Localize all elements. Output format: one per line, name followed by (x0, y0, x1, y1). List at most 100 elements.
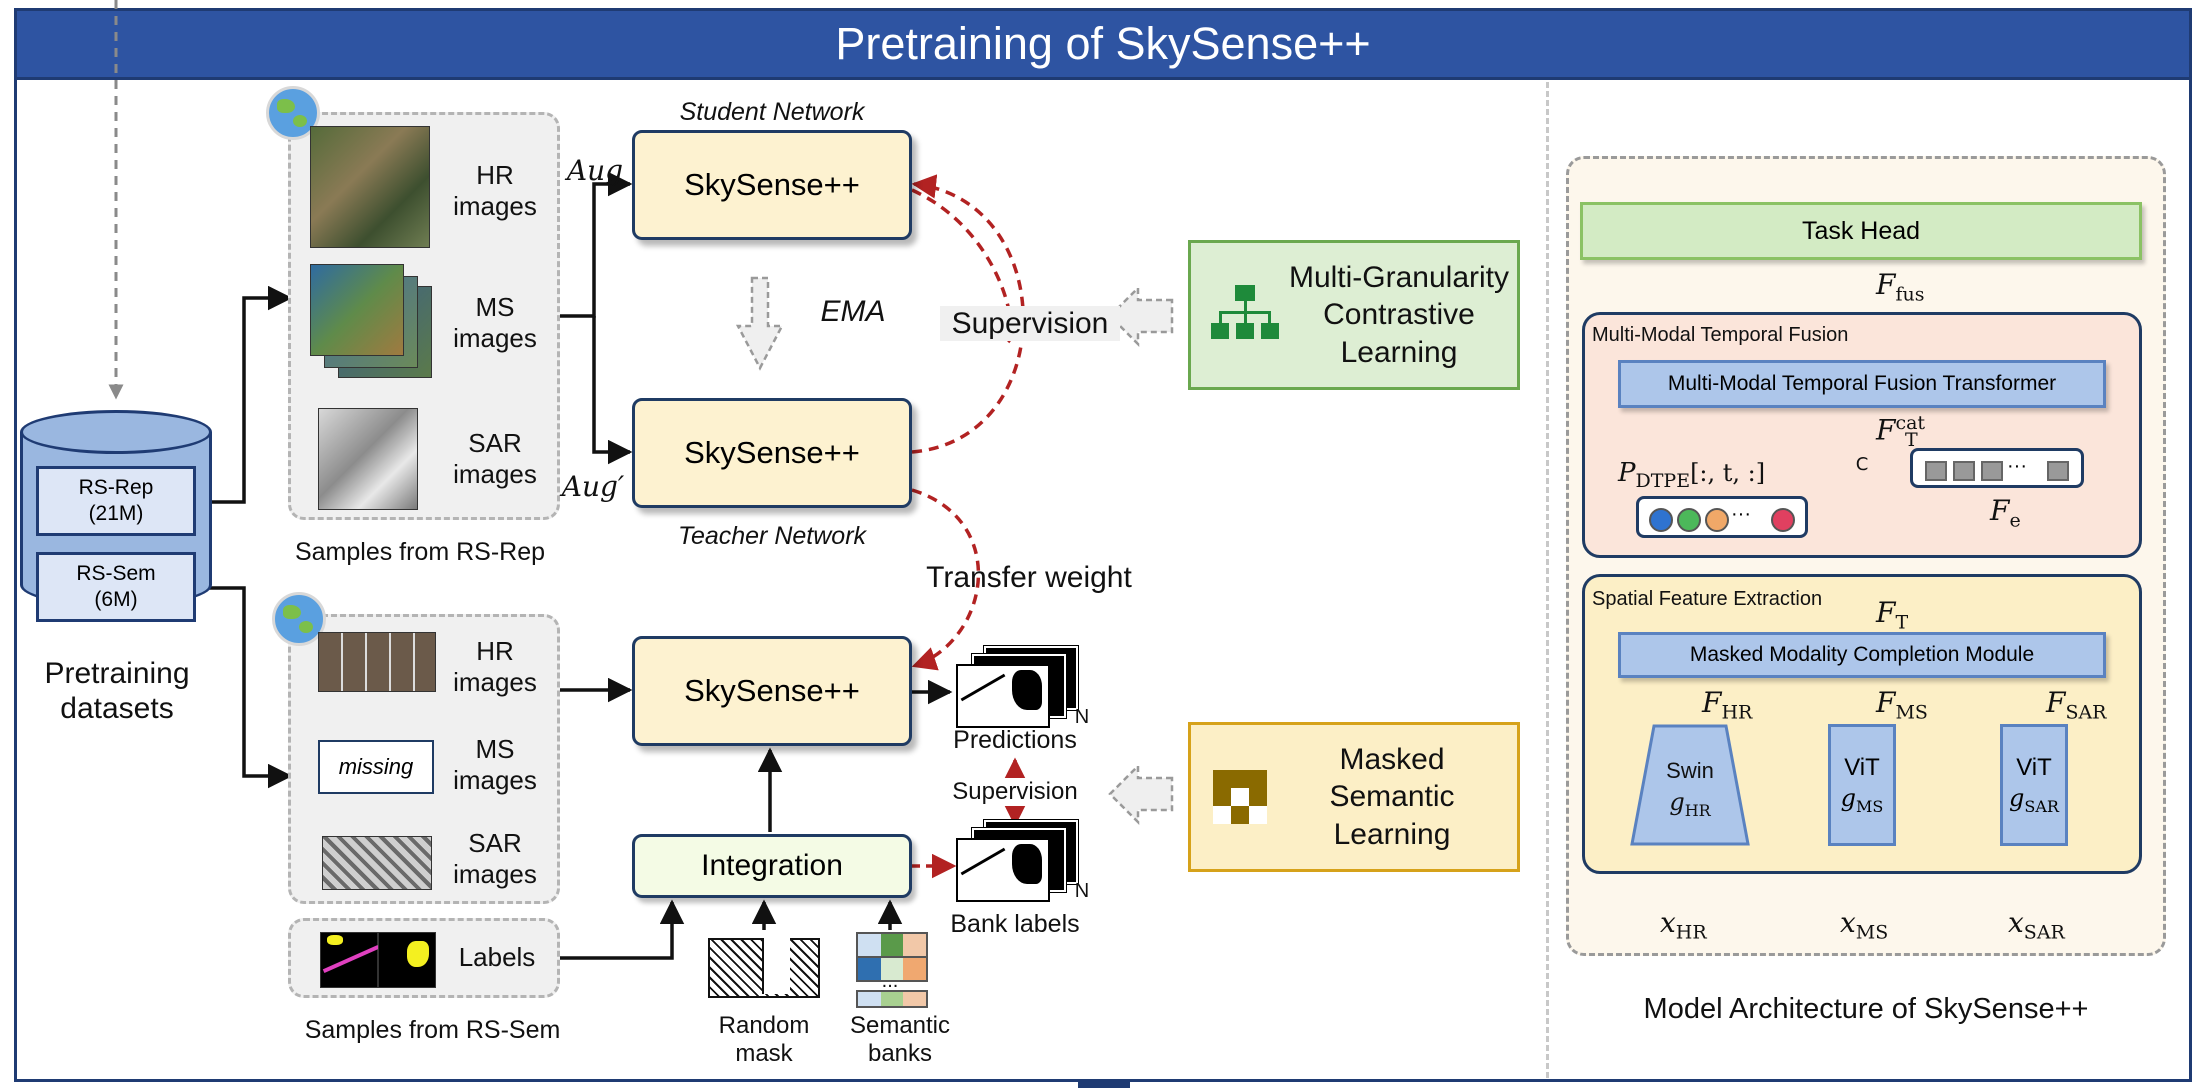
integration-label: Integration (701, 849, 843, 882)
bank-labels-map (956, 838, 1050, 902)
semantic-skysense-label: SkySense++ (684, 673, 860, 708)
teacher-network-label: Teacher Network (677, 522, 867, 550)
task-head-label: Task Head (1801, 216, 1921, 245)
database-cylinder-top (20, 410, 212, 454)
f-hr-sub: HR (1721, 701, 1753, 724)
transfer-weight-label: Transfer weight (926, 561, 1132, 594)
supervision-label-top: Supervision (940, 306, 1120, 342)
f-t-cat-sup: cat (1895, 412, 1926, 434)
vit-sar-text: ViT (2016, 754, 2052, 782)
label-mask-thumb-2 (378, 932, 436, 988)
supervision-label-bottom: Supervision (944, 778, 1086, 807)
f-ms-sub: MS (1895, 701, 1928, 724)
f-t-cat-label: FcatT (1876, 412, 1926, 451)
g-hr-sub: HR (1684, 800, 1711, 820)
f-e-sub: e (2009, 509, 2021, 532)
bank-labels-label: Bank labels (950, 910, 1080, 938)
swin-label: Swin gHR (1640, 756, 1740, 821)
predictions-n-label: N (1074, 706, 1090, 728)
sar-image-thumb (318, 408, 418, 510)
x-hr-label: xHR (1660, 906, 1707, 944)
aug-label: Aug (566, 154, 624, 187)
semantic-bank-dots: ... (881, 970, 899, 992)
msl-box: Masked Semantic Learning (1188, 722, 1520, 872)
student-skysense-label: SkySense++ (684, 167, 860, 202)
p-dtpe-index: [:, t, :] (1690, 459, 1766, 487)
f-ms-label: FMS (1876, 686, 1928, 724)
missing-label: missing (338, 754, 414, 779)
p-dtpe-token-box: ··· (1636, 496, 1808, 538)
random-mask-label: Random mask (718, 1012, 810, 1068)
x-sar-label: xSAR (2008, 906, 2065, 944)
p-dtpe-sub: DTPE (1635, 470, 1691, 493)
f-t-sub: T (1895, 611, 1909, 634)
semantic-bank-row-2 (856, 956, 928, 982)
globe-icon (272, 592, 326, 646)
ms-image-thumb (310, 264, 404, 356)
pretraining-datasets-caption: Pretraining datasets (44, 657, 190, 726)
x-ms-label: xMS (1840, 906, 1889, 944)
x-sar-sub: SAR (2023, 921, 2065, 944)
prediction-map (956, 664, 1050, 728)
sfe-title: Spatial Feature Extraction (1592, 588, 1823, 610)
mmtf-transformer-label: Multi-Modal Temporal Fusion Transformer (1667, 372, 2057, 395)
g-ms-sub: MS (1856, 796, 1884, 816)
rep-sar-label: SAR images (453, 428, 537, 489)
rs-sem-dataset: RS-Sem (6M) (36, 552, 196, 622)
random-mask-clear-cells (762, 938, 790, 994)
missing-ms-box: missing (318, 740, 434, 794)
x-hr-sub: HR (1675, 921, 1707, 944)
semantic-skysense-box: SkySense++ (632, 636, 912, 746)
rep-ms-label: MS images (453, 292, 537, 353)
f-hr-label: FHR (1702, 686, 1753, 724)
f-sar-sub: SAR (2065, 701, 2107, 724)
x-ms-sub: MS (1855, 921, 1889, 944)
section-divider (1546, 82, 1549, 1078)
teacher-skysense-box: SkySense++ (632, 398, 912, 508)
globe-icon (266, 86, 320, 140)
sem-hr-image-thumb (318, 632, 436, 692)
f-t-label: FT (1876, 596, 1909, 634)
label-mask-thumb-1 (320, 932, 380, 988)
f-fus-label: Ffus (1876, 268, 1925, 306)
semantic-bank-row-3 (856, 990, 928, 1008)
mmcm-block: Masked Modality Completion Module (1618, 632, 2106, 678)
mmcm-label: Masked Modality Completion Module (1689, 643, 2035, 666)
msl-label: Masked Semantic Learning (1329, 742, 1455, 851)
bank-labels-n-label: N (1074, 880, 1090, 902)
concat-symbol: C (1855, 454, 1869, 475)
integration-box: Integration (632, 834, 912, 898)
sem-ms-label: MS images (453, 734, 537, 795)
f-fus-sub: fus (1895, 283, 1925, 306)
swin-text: Swin (1666, 758, 1714, 783)
teacher-skysense-label: SkySense++ (684, 435, 860, 470)
hierarchy-icon (1211, 285, 1281, 345)
vit-ms-text: ViT (1844, 754, 1880, 782)
sem-sar-image-thumb (322, 836, 432, 890)
predictions-label: Predictions (953, 726, 1077, 754)
f-sar-label: FSAR (2046, 686, 2107, 724)
sem-hr-label: HR images (453, 636, 537, 697)
mgcl-label: Multi-Granularity Contrastive Learning (1288, 260, 1510, 369)
semantic-banks-label: Semantic banks (849, 1012, 951, 1068)
sem-samples-caption: Samples from RS-Sem (304, 1016, 561, 1044)
mmtf-transformer-block: Multi-Modal Temporal Fusion Transformer (1618, 360, 2106, 408)
architecture-caption: Model Architecture of SkySense++ (1643, 993, 2089, 1025)
diagram-title: Pretraining of SkySense++ (835, 18, 1371, 69)
semantic-bank-row-1 (856, 932, 928, 958)
vit-ms-block: ViT gMS (1828, 724, 1896, 846)
ema-label: EMA (820, 295, 886, 328)
title-banner: Pretraining of SkySense++ (14, 8, 2192, 80)
rep-hr-label: HR images (453, 160, 537, 221)
f-e-label: Fe (1990, 494, 2021, 532)
hr-image-thumb (310, 126, 430, 248)
g-sar-sub: SAR (2024, 796, 2059, 816)
bottom-tab (1078, 1080, 1130, 1088)
student-skysense-box: SkySense++ (632, 130, 912, 240)
fe-token-box: ··· (1910, 448, 2084, 488)
rs-rep-dataset: RS-Rep (21M) (36, 466, 196, 536)
task-head-box: Task Head (1580, 202, 2142, 260)
p-dtpe-label: PDTPE[:, t, :] (1618, 458, 1766, 493)
f-t-cat-sub: T (1905, 428, 1918, 451)
